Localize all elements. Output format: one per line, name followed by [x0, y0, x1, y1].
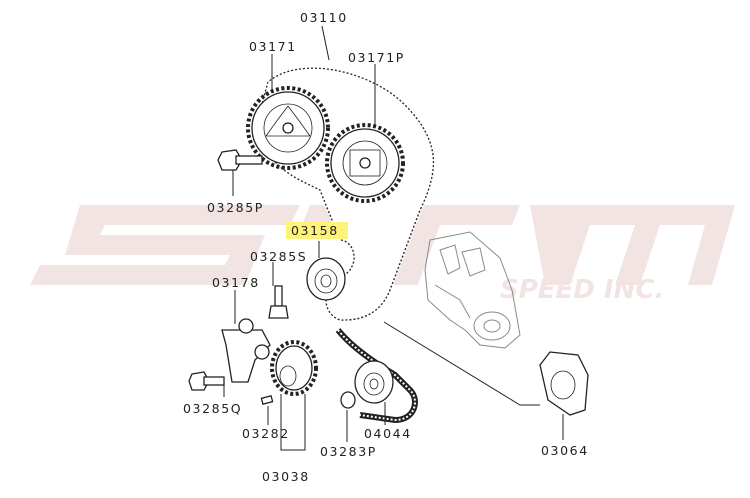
- label-tensioner: 03178: [212, 275, 260, 290]
- label-belt-guide: 03064: [541, 443, 589, 458]
- crank-sprocket: [270, 340, 318, 396]
- tensioner-pulley: [354, 360, 394, 404]
- label-tensioner-pulley: 04044: [364, 426, 412, 441]
- bolt-03285p: [217, 149, 263, 171]
- label-bolt-q: 03285Q: [183, 401, 242, 416]
- bolt-03283p: [340, 391, 356, 409]
- belt-guide: [539, 351, 589, 416]
- label-crank-sprocket-assy: 03038: [262, 469, 310, 484]
- label-key: 03282: [242, 426, 290, 441]
- label-cam-sprocket-right: 03171P: [348, 50, 405, 65]
- label-bolt-p2: 03283P: [320, 444, 377, 459]
- part-labels: 03110 03171 03171P 03285P 03158 03285S 0…: [183, 10, 589, 484]
- leader-lines: [223, 25, 564, 451]
- idler-pulley: [306, 257, 346, 301]
- key-03282: [260, 395, 274, 405]
- label-bolt-s: 03285S: [250, 249, 307, 264]
- label-timing-belt: 03110: [300, 10, 348, 25]
- cam-sprocket-right: [325, 123, 405, 203]
- label-cam-sprocket-left: 03171: [249, 39, 297, 54]
- label-idler-pulley: 03158: [291, 223, 339, 238]
- watermark-subtitle: SPEED INC.: [500, 275, 664, 305]
- cam-sprocket-left: [246, 86, 330, 170]
- bolt-03285s: [268, 285, 289, 319]
- highlight-marker: [286, 222, 348, 239]
- engine-block-outline: [424, 231, 521, 349]
- tensioner-arm: [221, 318, 271, 383]
- label-bolt-p: 03285P: [207, 200, 264, 215]
- bolt-03285q: [188, 371, 225, 391]
